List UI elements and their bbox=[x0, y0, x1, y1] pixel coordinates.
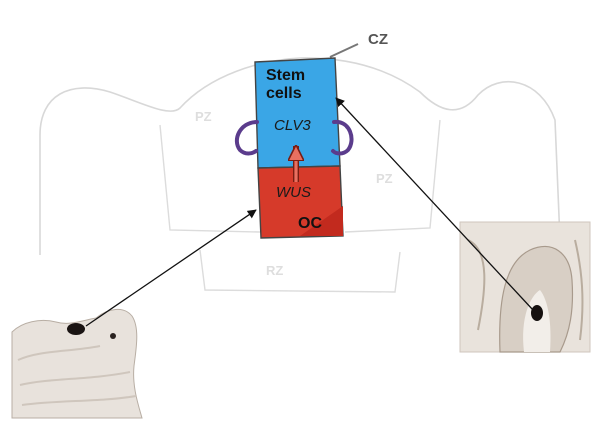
zone-label-pz-left: PZ bbox=[195, 109, 212, 124]
wus-label: WUS bbox=[276, 184, 311, 201]
right-expression-spot bbox=[531, 305, 543, 321]
cz-leader-line bbox=[329, 43, 359, 58]
feedback-bracket-right bbox=[331, 119, 354, 156]
left-micrograph-inset bbox=[10, 286, 143, 419]
left-expression-spot bbox=[67, 323, 85, 335]
oc-shading bbox=[300, 206, 343, 236]
right-micrograph-inset bbox=[459, 221, 591, 353]
meristem-outline bbox=[39, 57, 561, 255]
zone-label-cz: CZ bbox=[368, 31, 388, 48]
right-inset-connector-arrow bbox=[335, 97, 534, 311]
zone-label-rz: RZ bbox=[266, 263, 283, 278]
zone-label-pz-right: PZ bbox=[376, 171, 393, 186]
pz-left-outline bbox=[159, 124, 261, 233]
feedback-bracket-left bbox=[234, 120, 259, 156]
oc-label: OC bbox=[298, 215, 322, 232]
clv3-label: CLV3 bbox=[274, 117, 311, 134]
left-inset-connector-arrow bbox=[85, 209, 257, 327]
rz-outline bbox=[199, 249, 401, 293]
stem-cells-label-line2: cells bbox=[266, 85, 302, 102]
stem-cells-label-line1: Stem bbox=[266, 67, 305, 84]
pz-right-outline bbox=[344, 119, 441, 233]
